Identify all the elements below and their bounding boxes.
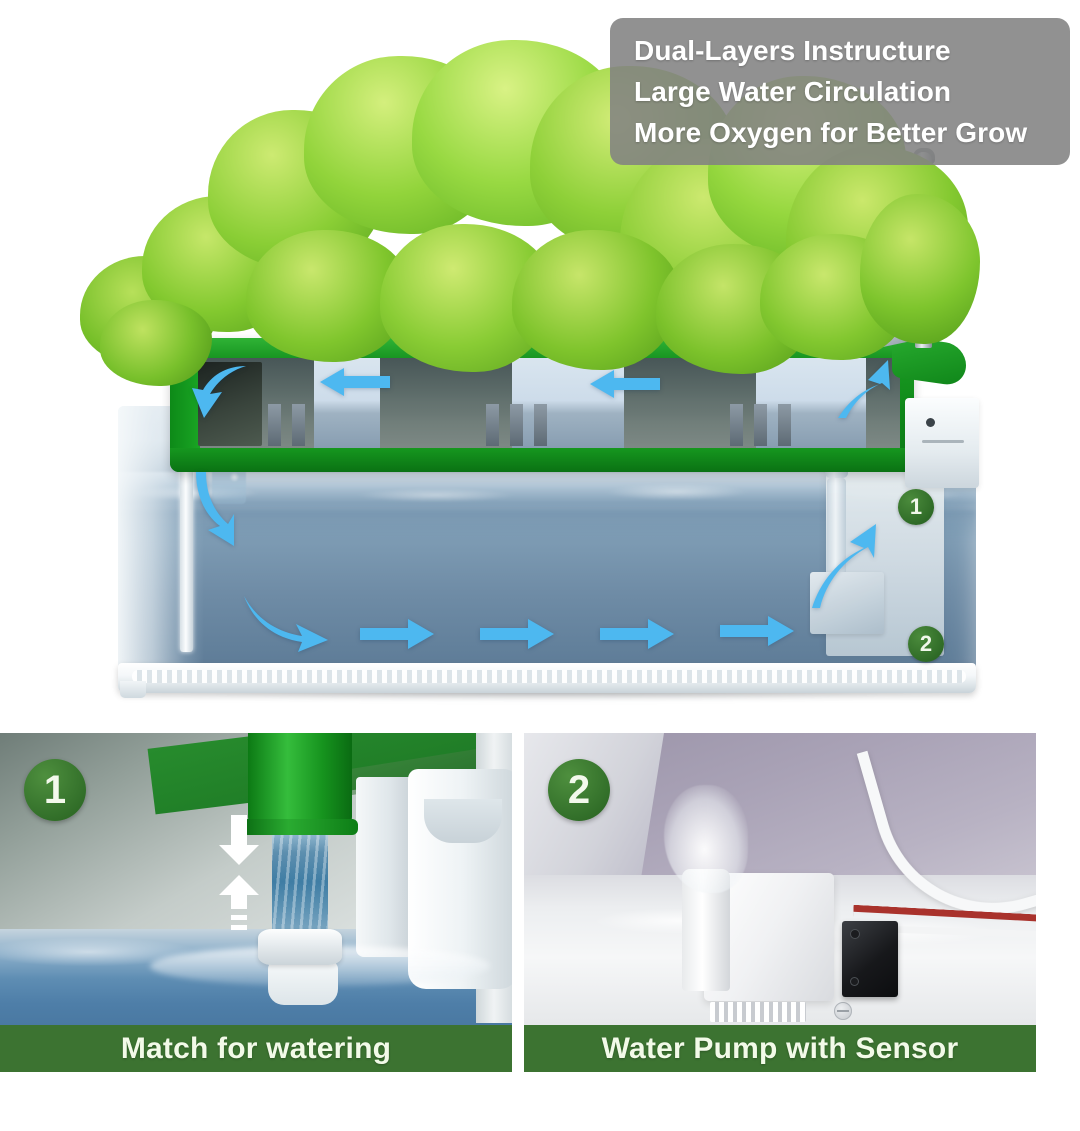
tray-cavity [194,358,900,450]
panel2-badge: 2 [548,759,610,821]
flow-arrow-right-3 [478,617,556,651]
panel1-support-pillar-a [356,777,418,957]
feature-line-2: Large Water Circulation [634,76,952,107]
feature-callout-box: Dual-Layers Instructure Large Water Circ… [610,18,1070,165]
flow-arrow-right-4 [598,617,676,651]
panel2-water-spray [664,785,748,893]
power-button-icon[interactable] [926,418,935,427]
flow-arrow-down-into-tank [190,468,252,552]
flow-arrow-right-5 [718,614,796,648]
hero-callout-badge-1: 1 [898,489,934,525]
flow-arrow-up-right [830,356,892,422]
control-panel-slot [922,440,964,443]
feature-line-3: More Oxygen for Better Grow [634,117,1028,148]
hero-callout-badge-2: 2 [908,626,944,662]
panel2-mounting-screw [834,1002,852,1020]
panel1-collar-ring [258,929,342,965]
tray-lip [170,338,914,360]
panel2-sensor-module [842,921,898,997]
panel1-nozzle-rim [242,819,358,835]
panel1-caption: Match for watering [0,1025,512,1072]
pole-support-bracket [878,287,954,349]
pump-riser-tube [827,478,846,576]
detail-panel-watering: 1 Match for watering [0,733,512,1072]
tank-base [118,663,976,693]
light-pole-indicator [919,250,925,286]
panel2-white-wire [875,925,1036,977]
panel1-base-cup [268,961,338,1005]
tray-base-bar [170,448,914,472]
panel1-water-column [272,829,328,935]
flow-arrow-down-left [188,360,254,426]
control-panel[interactable] [905,398,979,488]
grow-tray [170,334,966,472]
panel1-green-nozzle [248,733,352,831]
pump-unit [810,572,884,634]
hero-product-illustration: 1 2 Dual-Layers Instructure Large Water … [80,18,1070,698]
flow-arrow-right-2 [358,617,436,651]
panel1-badge: 1 [24,759,86,821]
feature-line-1: Dual-Layers Instructure [634,35,951,66]
flow-arrow-right-1 [240,590,332,652]
flow-arrow-left-upper-1 [318,366,392,398]
panel2-pump-intake-grate [710,1002,806,1022]
tank-foot [120,681,146,698]
flow-arrow-left-upper-2 [588,368,662,400]
flow-arrow-up-to-pump [806,520,880,612]
panel2-caption: Water Pump with Sensor [524,1025,1036,1072]
arrow-up-icon [218,875,260,942]
arrow-down-icon [218,815,260,872]
detail-panel-pump: 2 Water Pump with Sensor [524,733,1036,1072]
